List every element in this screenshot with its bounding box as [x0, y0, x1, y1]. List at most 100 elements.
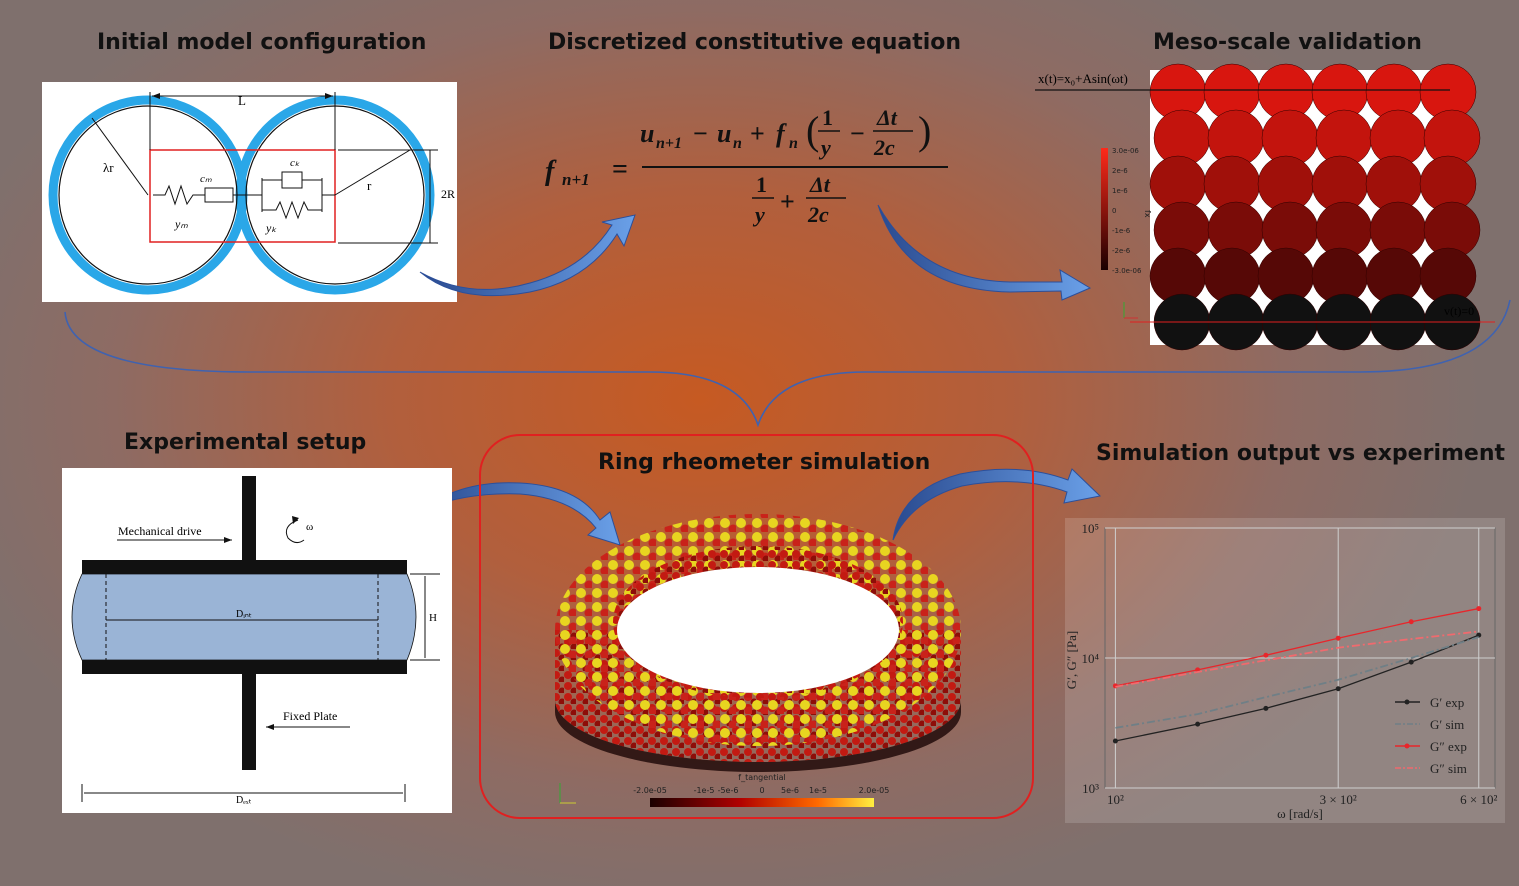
tangential-colorbar-tick: 2.0e-05: [859, 786, 890, 795]
tangential-colorbar: [650, 798, 874, 807]
omega-label: ω: [306, 521, 313, 533]
fixed-boundary-label: v(t)=0: [1444, 304, 1474, 318]
initial-model-heading: Initial model configuration: [97, 30, 427, 55]
series-point: [1476, 606, 1482, 612]
series-point: [1476, 632, 1482, 638]
svg-text:−: −: [693, 119, 708, 148]
svg-text:2c: 2c: [873, 135, 895, 160]
series-line: [1115, 607, 1479, 687]
fx-colorbar-tick: -2e-6: [1112, 247, 1131, 255]
fx-colorbar-tick: 2e-6: [1112, 167, 1128, 175]
arrow-model-to-equation: [419, 214, 636, 297]
output-vs-experiment-heading: Simulation output vs experiment: [1096, 441, 1506, 466]
series-line: [1115, 630, 1479, 688]
svg-text:(: (: [806, 108, 819, 153]
tangential-colorbar-tick: 5e-6: [781, 786, 799, 795]
initial-model-diagram: L λr r 2R cₘ yₘ cₖ yₖ: [42, 82, 457, 302]
experimental-setup-heading: Experimental setup: [124, 430, 367, 455]
svg-text:u: u: [717, 119, 731, 148]
y-tick-label: 10⁴: [1081, 651, 1099, 666]
svg-text:f: f: [776, 119, 787, 148]
svg-text:n: n: [789, 135, 798, 152]
mechanical-drive-label: Mechanical drive: [118, 524, 202, 538]
arrow-equation-to-meso: [877, 204, 1092, 301]
x-tick-label: 6 × 10²: [1460, 792, 1497, 807]
series-point: [1195, 721, 1201, 727]
tangential-colorbar-tick: 1e-5: [809, 786, 827, 795]
displacement-label: x(t)=x₀+Asin(ωt): [1038, 71, 1128, 86]
tangential-colorbar-tick: -1e-5: [694, 786, 715, 795]
series-point: [1335, 635, 1341, 641]
ring-simulation-heading: Ring rheometer simulation: [598, 450, 931, 475]
particle-ring: [555, 514, 961, 772]
y-axis-label: G′, G″ [Pa]: [1064, 631, 1079, 689]
y-tick-label: 10³: [1082, 781, 1099, 796]
series-point: [1335, 686, 1341, 692]
legend-label: G′ exp: [1430, 695, 1464, 710]
fx-colorbar-tick: 1e-6: [1112, 187, 1128, 195]
svg-text:+: +: [750, 119, 765, 148]
tangential-colorbar-title: f_tangential: [738, 773, 785, 782]
svg-text:u: u: [640, 119, 654, 148]
series-line: [1115, 634, 1480, 742]
svg-text:Δt: Δt: [809, 172, 831, 197]
svg-text:Δt: Δt: [876, 105, 898, 130]
x-tick-label: 3 × 10²: [1320, 792, 1357, 807]
fx-colorbar-title: fx: [1143, 210, 1152, 218]
fixed-plate-label: Fixed Plate: [283, 709, 337, 723]
meso-validation-heading: Meso-scale validation: [1153, 30, 1422, 55]
flow-arrows: [419, 204, 1102, 546]
y-m-label: yₘ: [174, 217, 188, 231]
tangential-colorbar-ticks: -2.0e-05 -1e-5-5e-6 0 5e-6 1e-5 2.0e-05: [633, 786, 889, 795]
arrow-ring-to-output: [892, 468, 1102, 541]
legend-label: G″ sim: [1430, 761, 1467, 776]
length-label: L: [238, 93, 246, 108]
x-axis-label: ω [rad/s]: [1277, 806, 1323, 821]
meso-particle-grid: [1149, 63, 1481, 351]
constitutive-equation: f n+1 = u n+1 − u n + f n ( 1 y − Δt 2c …: [545, 105, 948, 227]
series-point: [1263, 652, 1269, 658]
fx-colorbar-tick: -3.0e-06: [1112, 267, 1142, 275]
inner-diameter-label: Dᵢₙₜ: [236, 609, 252, 620]
legend-label: G″ exp: [1430, 739, 1467, 754]
constitutive-equation-heading: Discretized constitutive equation: [548, 30, 962, 55]
svg-text:y: y: [752, 202, 765, 227]
c-m-label: cₘ: [200, 173, 212, 185]
chart-grid: [1105, 527, 1495, 789]
grouping-brace: [64, 299, 1511, 428]
svg-text:2c: 2c: [807, 202, 829, 227]
fx-colorbar-tick: -1e-6: [1112, 227, 1131, 235]
fx-colorbar-tick: 3.0e-06: [1112, 147, 1139, 155]
series-point: [1112, 738, 1118, 744]
series-point: [1263, 705, 1269, 711]
fx-colorbar: [1101, 148, 1108, 270]
height-label: H: [429, 612, 437, 624]
svg-text:1: 1: [756, 172, 767, 197]
two-r-label: 2R: [441, 187, 455, 201]
tangential-colorbar-tick: -2.0e-05: [633, 786, 667, 795]
chart-tick-labels: 10² 3 × 10² 6 × 10² 10³ 10⁴ 10⁵: [1081, 521, 1497, 807]
svg-text:=: =: [612, 154, 628, 185]
ring-simulation-panel: f_tangential -2.0e-05 -1e-5-5e-6 0 5e-6 1e-5…: [479, 434, 1034, 819]
x-tick-label: 10²: [1107, 792, 1124, 807]
meso-validation-figure: x(t)=x₀+Asin(ωt) v(t)=0 3.0e-06 2e-6 1e-6 0…: [1035, 63, 1495, 351]
tangential-colorbar-tick: 0: [759, 786, 764, 795]
series-point: [1408, 659, 1414, 665]
c-k-label: cₖ: [290, 157, 300, 169]
lambda-r-label: λr: [103, 160, 114, 175]
y-tick-label: 10⁵: [1081, 521, 1099, 536]
series-line: [1115, 636, 1480, 729]
fx-colorbar-tick: 0: [1112, 207, 1116, 215]
tangential-colorbar-tick: -5e-6: [718, 786, 739, 795]
svg-text:n+1: n+1: [562, 170, 590, 189]
outer-diameter-label: Dₑₓₜ: [236, 795, 252, 806]
svg-text:y: y: [818, 135, 831, 160]
chart-series: [1112, 606, 1482, 744]
legend-label: G′ sim: [1430, 717, 1464, 732]
fx-colorbar-ticks: 3.0e-06 2e-6 1e-6 0 -1e-6 -2e-6 -3.0e-06: [1112, 147, 1142, 275]
svg-text:n+1: n+1: [656, 135, 682, 152]
svg-text:n: n: [733, 135, 742, 152]
series-point: [1408, 619, 1414, 625]
svg-text:): ): [918, 108, 931, 153]
